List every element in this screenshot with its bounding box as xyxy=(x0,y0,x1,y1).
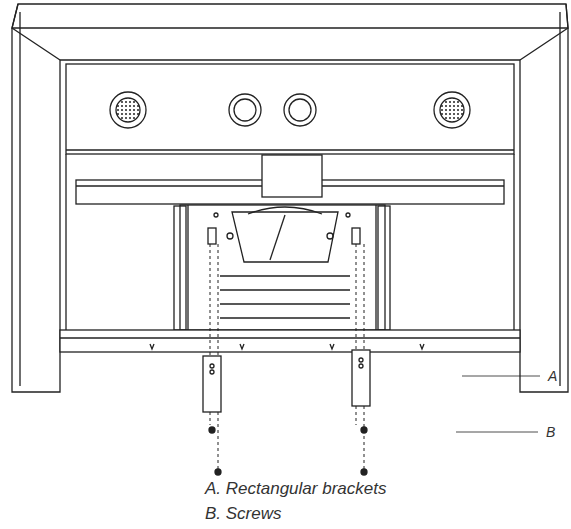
legend-text: A. Rectangular brackets xyxy=(205,479,386,499)
callout-letter: A xyxy=(548,368,557,384)
callout-letter: B xyxy=(546,424,555,440)
legend-text: B. Screws xyxy=(205,504,282,524)
